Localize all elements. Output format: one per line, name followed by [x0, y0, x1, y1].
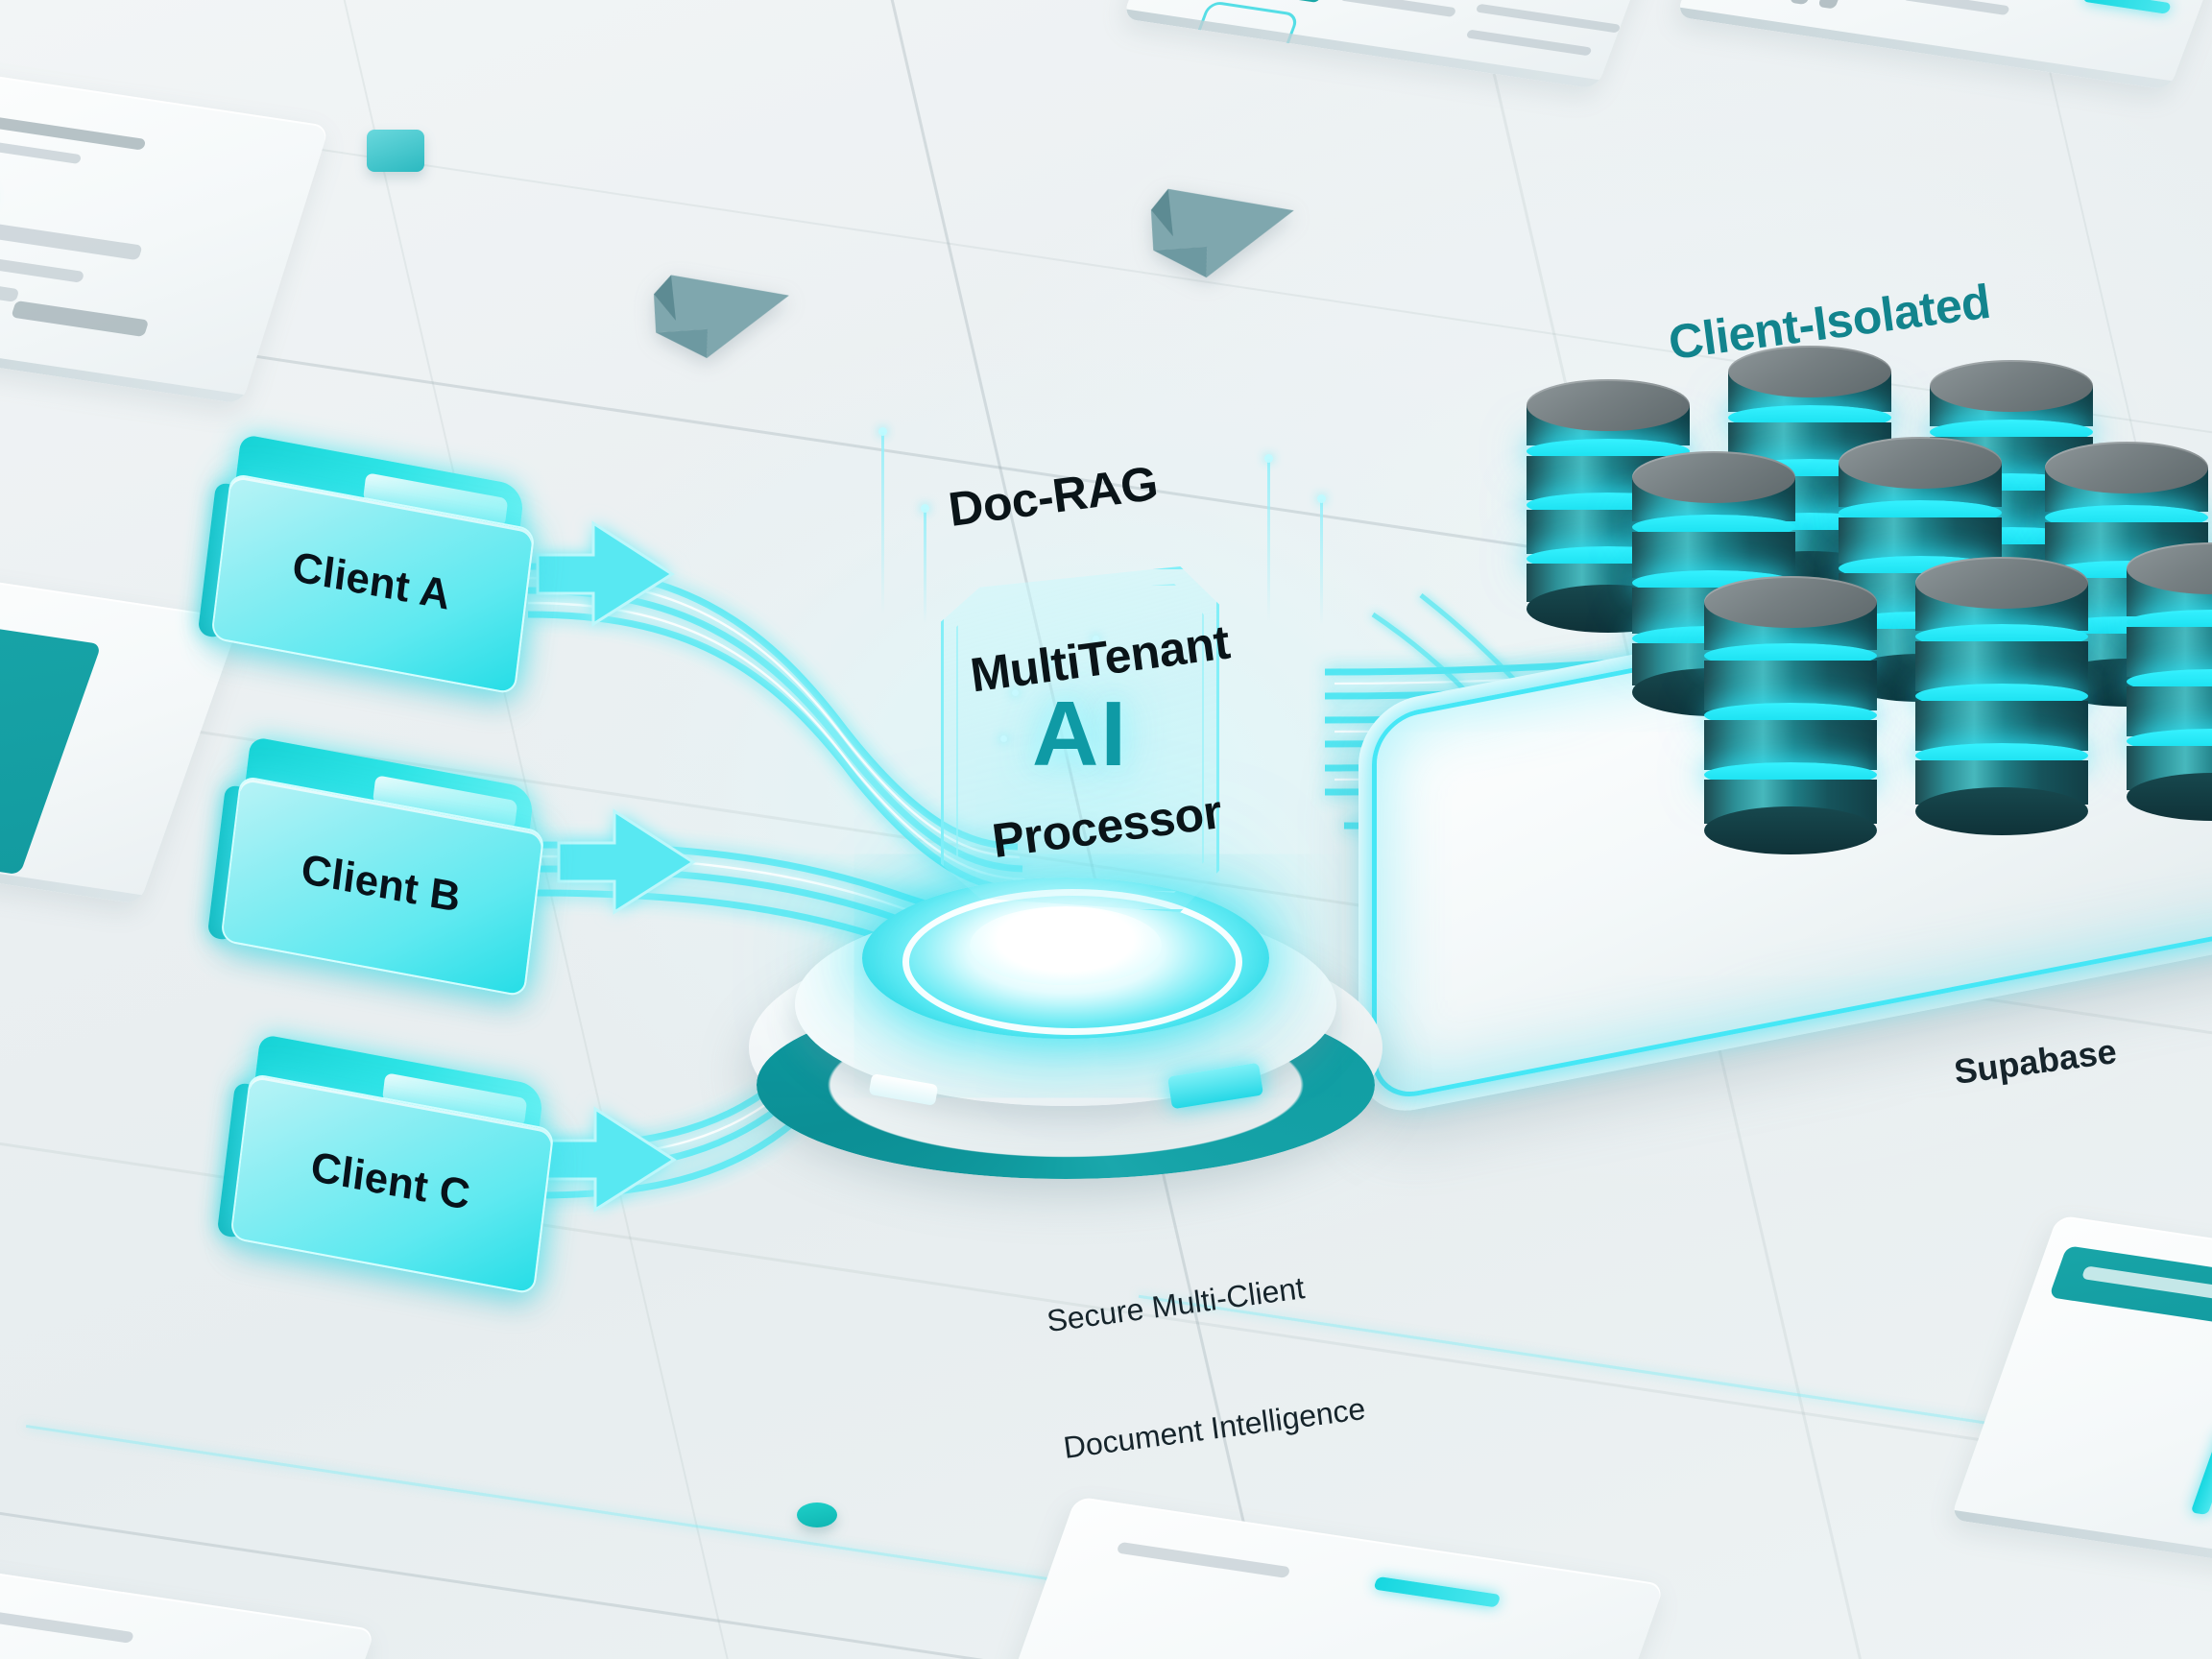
- hologram-particle: [1093, 636, 1099, 642]
- folder-client-b[interactable]: Client B: [206, 735, 557, 998]
- node-dot-icon: [797, 1503, 837, 1527]
- page-title-line-1: Doc-RAG: [945, 455, 1161, 537]
- diagram-caption: Secure Multi-Client Document Intelligenc…: [1034, 1184, 1378, 1548]
- circuit-stem: [921, 504, 929, 624]
- background-card-bottom-left: [0, 1555, 376, 1659]
- circuit-stem: [1264, 454, 1273, 622]
- page-title-line-2: MultiTenant: [967, 614, 1233, 703]
- supabase-label: Supabase: [1951, 1031, 2119, 1092]
- pedestal-core-light: [970, 906, 1162, 985]
- ai-hologram-panel[interactable]: AI: [941, 566, 1219, 912]
- folder-client-c[interactable]: Client C: [216, 1033, 566, 1296]
- background-document-card-left-top: [0, 66, 330, 404]
- diagram-caption-line-1: Secure Multi-Client: [1045, 1270, 1307, 1339]
- hologram-particle: [1012, 689, 1019, 696]
- arrow-right-icon-1: [639, 233, 824, 366]
- folder-client-a[interactable]: Client A: [197, 433, 547, 696]
- ai-core-label: AI: [1032, 683, 1128, 785]
- diagram-caption-line-2: Document Intelligence: [1061, 1390, 1368, 1465]
- background-chart-card-top-right: [1675, 0, 2212, 90]
- background-chip-top-left: [367, 130, 424, 172]
- background-tablet-bottom-right: [1950, 1214, 2212, 1579]
- hologram-particle: [1000, 735, 1007, 742]
- arrow-right-icon-2: [1135, 144, 1330, 287]
- circuit-stem: [1317, 494, 1326, 624]
- page-title-line-3: Processor: [989, 784, 1225, 868]
- circuit-stem: [878, 427, 887, 614]
- ai-processor-pedestal[interactable]: [749, 864, 1382, 1181]
- hologram-particle: [1048, 659, 1055, 665]
- background-dashboard-card-top-center: [1121, 0, 1663, 89]
